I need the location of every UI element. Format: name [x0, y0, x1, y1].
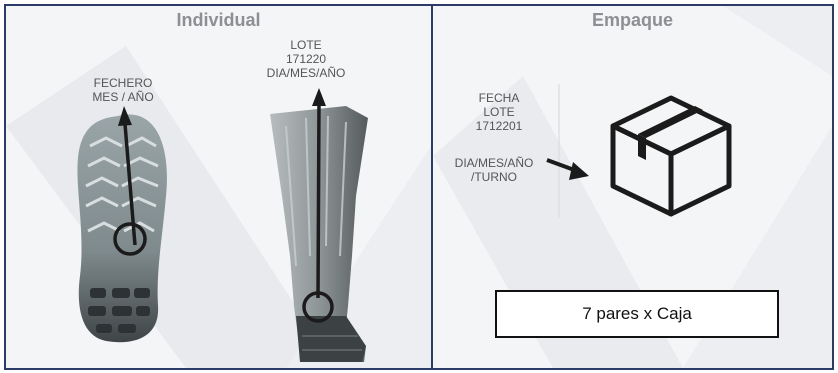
indicator-arrows: [113, 88, 334, 323]
boot-label-line-1: LOTE: [290, 38, 322, 52]
packaging-turn-line-2: /TURNO: [471, 170, 517, 184]
packaging-lot-label: FECHA LOTE 1712201: [469, 91, 529, 133]
packaging-lot-line-2: LOTE: [483, 105, 515, 119]
outer-frame: [4, 4, 834, 370]
sole-label-line-1: FECHERO: [93, 76, 153, 90]
packaging-lot-line-1: FECHA: [478, 91, 520, 105]
box-arrow-icon: [546, 84, 589, 218]
sole-label-line-2: MES / AÑO: [92, 90, 154, 104]
packaging-turn-label: DIA/MES/AÑO /TURNO: [449, 156, 539, 184]
sole-date-label: FECHERO MES / AÑO: [78, 76, 168, 104]
individual-panel: Individual: [6, 6, 431, 368]
boot-label-line-2: 171220: [285, 52, 327, 66]
quantity-per-box-label: 7 pares x Caja: [495, 290, 779, 338]
packaging-panel: Empaque FECHA LOTE 1712201 DIA/MES/AÑO /…: [433, 6, 832, 368]
shoe-sole-image: [77, 114, 167, 343]
packaging-title: Empaque: [591, 10, 674, 30]
boot-lot-label: LOTE 171220 DIA/MES/AÑO: [250, 38, 362, 80]
panel-divider: [431, 4, 433, 370]
cardboard-box-icon: [610, 95, 732, 217]
boot-label-line-3: DIA/MES/AÑO: [266, 66, 346, 80]
packaging-turn-line-1: DIA/MES/AÑO: [454, 156, 534, 170]
individual-title: Individual: [176, 10, 261, 30]
packaging-lot-line-3: 1712201: [475, 119, 523, 133]
